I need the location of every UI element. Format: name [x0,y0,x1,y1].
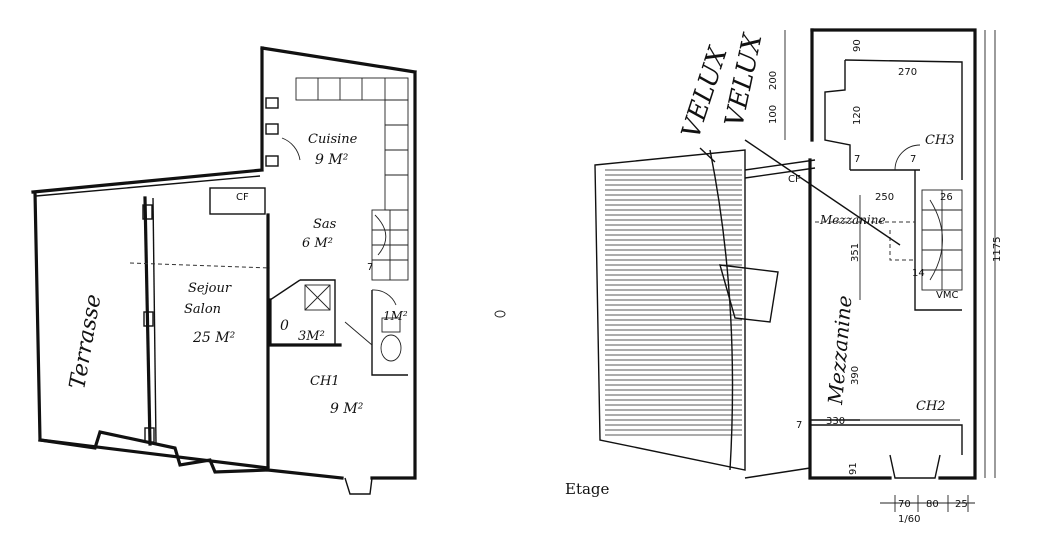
etage-title: Etage [565,480,610,498]
svg-text:7: 7 [854,154,860,165]
ground-stair: 7 [367,209,409,281]
room-cuisine-name: Cuisine [308,132,358,147]
svg-text:1/60: 1/60 [898,514,920,525]
svg-text:7: 7 [796,420,802,431]
svg-text:0: 0 [280,318,289,334]
room-sejour-area: 25 M² [192,330,236,346]
svg-text:1M²: 1M² [383,309,408,323]
svg-text:270: 270 [898,67,917,78]
ground-cf-label: CF [236,192,249,203]
velux-label-2: VELUX [720,30,769,130]
room-ch3-name: CH3 [925,133,955,148]
svg-text:100: 100 [768,105,779,124]
room-sas-area: 6 M² [302,236,333,251]
svg-text:1175: 1175 [992,237,1003,262]
svg-text:7: 7 [367,262,373,273]
upper-cf-label: CF [788,174,801,185]
room-terrasse-name: Terrasse [65,292,106,391]
room-mezzanine-top: Mezzanine [819,213,886,227]
ground-floor-outer-wall [31,46,417,480]
svg-text:80: 80 [926,499,939,510]
svg-text:7: 7 [910,154,916,165]
room-mezzanine-vertical: Mezzanine [823,294,857,406]
svg-text:26: 26 [940,192,953,203]
svg-text:70: 70 [898,499,911,510]
svg-text:250: 250 [875,192,894,203]
svg-text:91: 91 [848,462,859,475]
svg-text:330: 330 [826,416,845,427]
upper-floor-plan: Etage [565,28,1003,525]
room-salon-name: Salon [184,302,221,317]
vmc-label: VMC [936,290,958,301]
svg-text:14: 14 [912,268,925,279]
room-ch1-area: 9 M² [330,401,364,417]
ground-floor-plan: CF 7 1M² 0 3M² Cuisine 9 M² Sas 6 M² Sej… [31,46,417,495]
roof-hatched-area [594,149,746,471]
room-ch2-name: CH2 [916,399,946,414]
svg-text:200: 200 [768,71,779,90]
svg-text:90: 90 [852,39,863,52]
svg-text:390: 390 [850,366,861,385]
upper-stair [921,189,963,291]
svg-text:3M²: 3M² [298,329,325,344]
svg-text:25: 25 [955,499,968,510]
room-cuisine-area: 9 M² [315,152,349,168]
room-sejour-name: Sejour [188,281,232,296]
room-sas-name: Sas [313,217,337,232]
svg-text:351: 351 [850,243,861,262]
room-ch1-name: CH1 [310,374,340,389]
svg-text:120: 120 [852,106,863,125]
